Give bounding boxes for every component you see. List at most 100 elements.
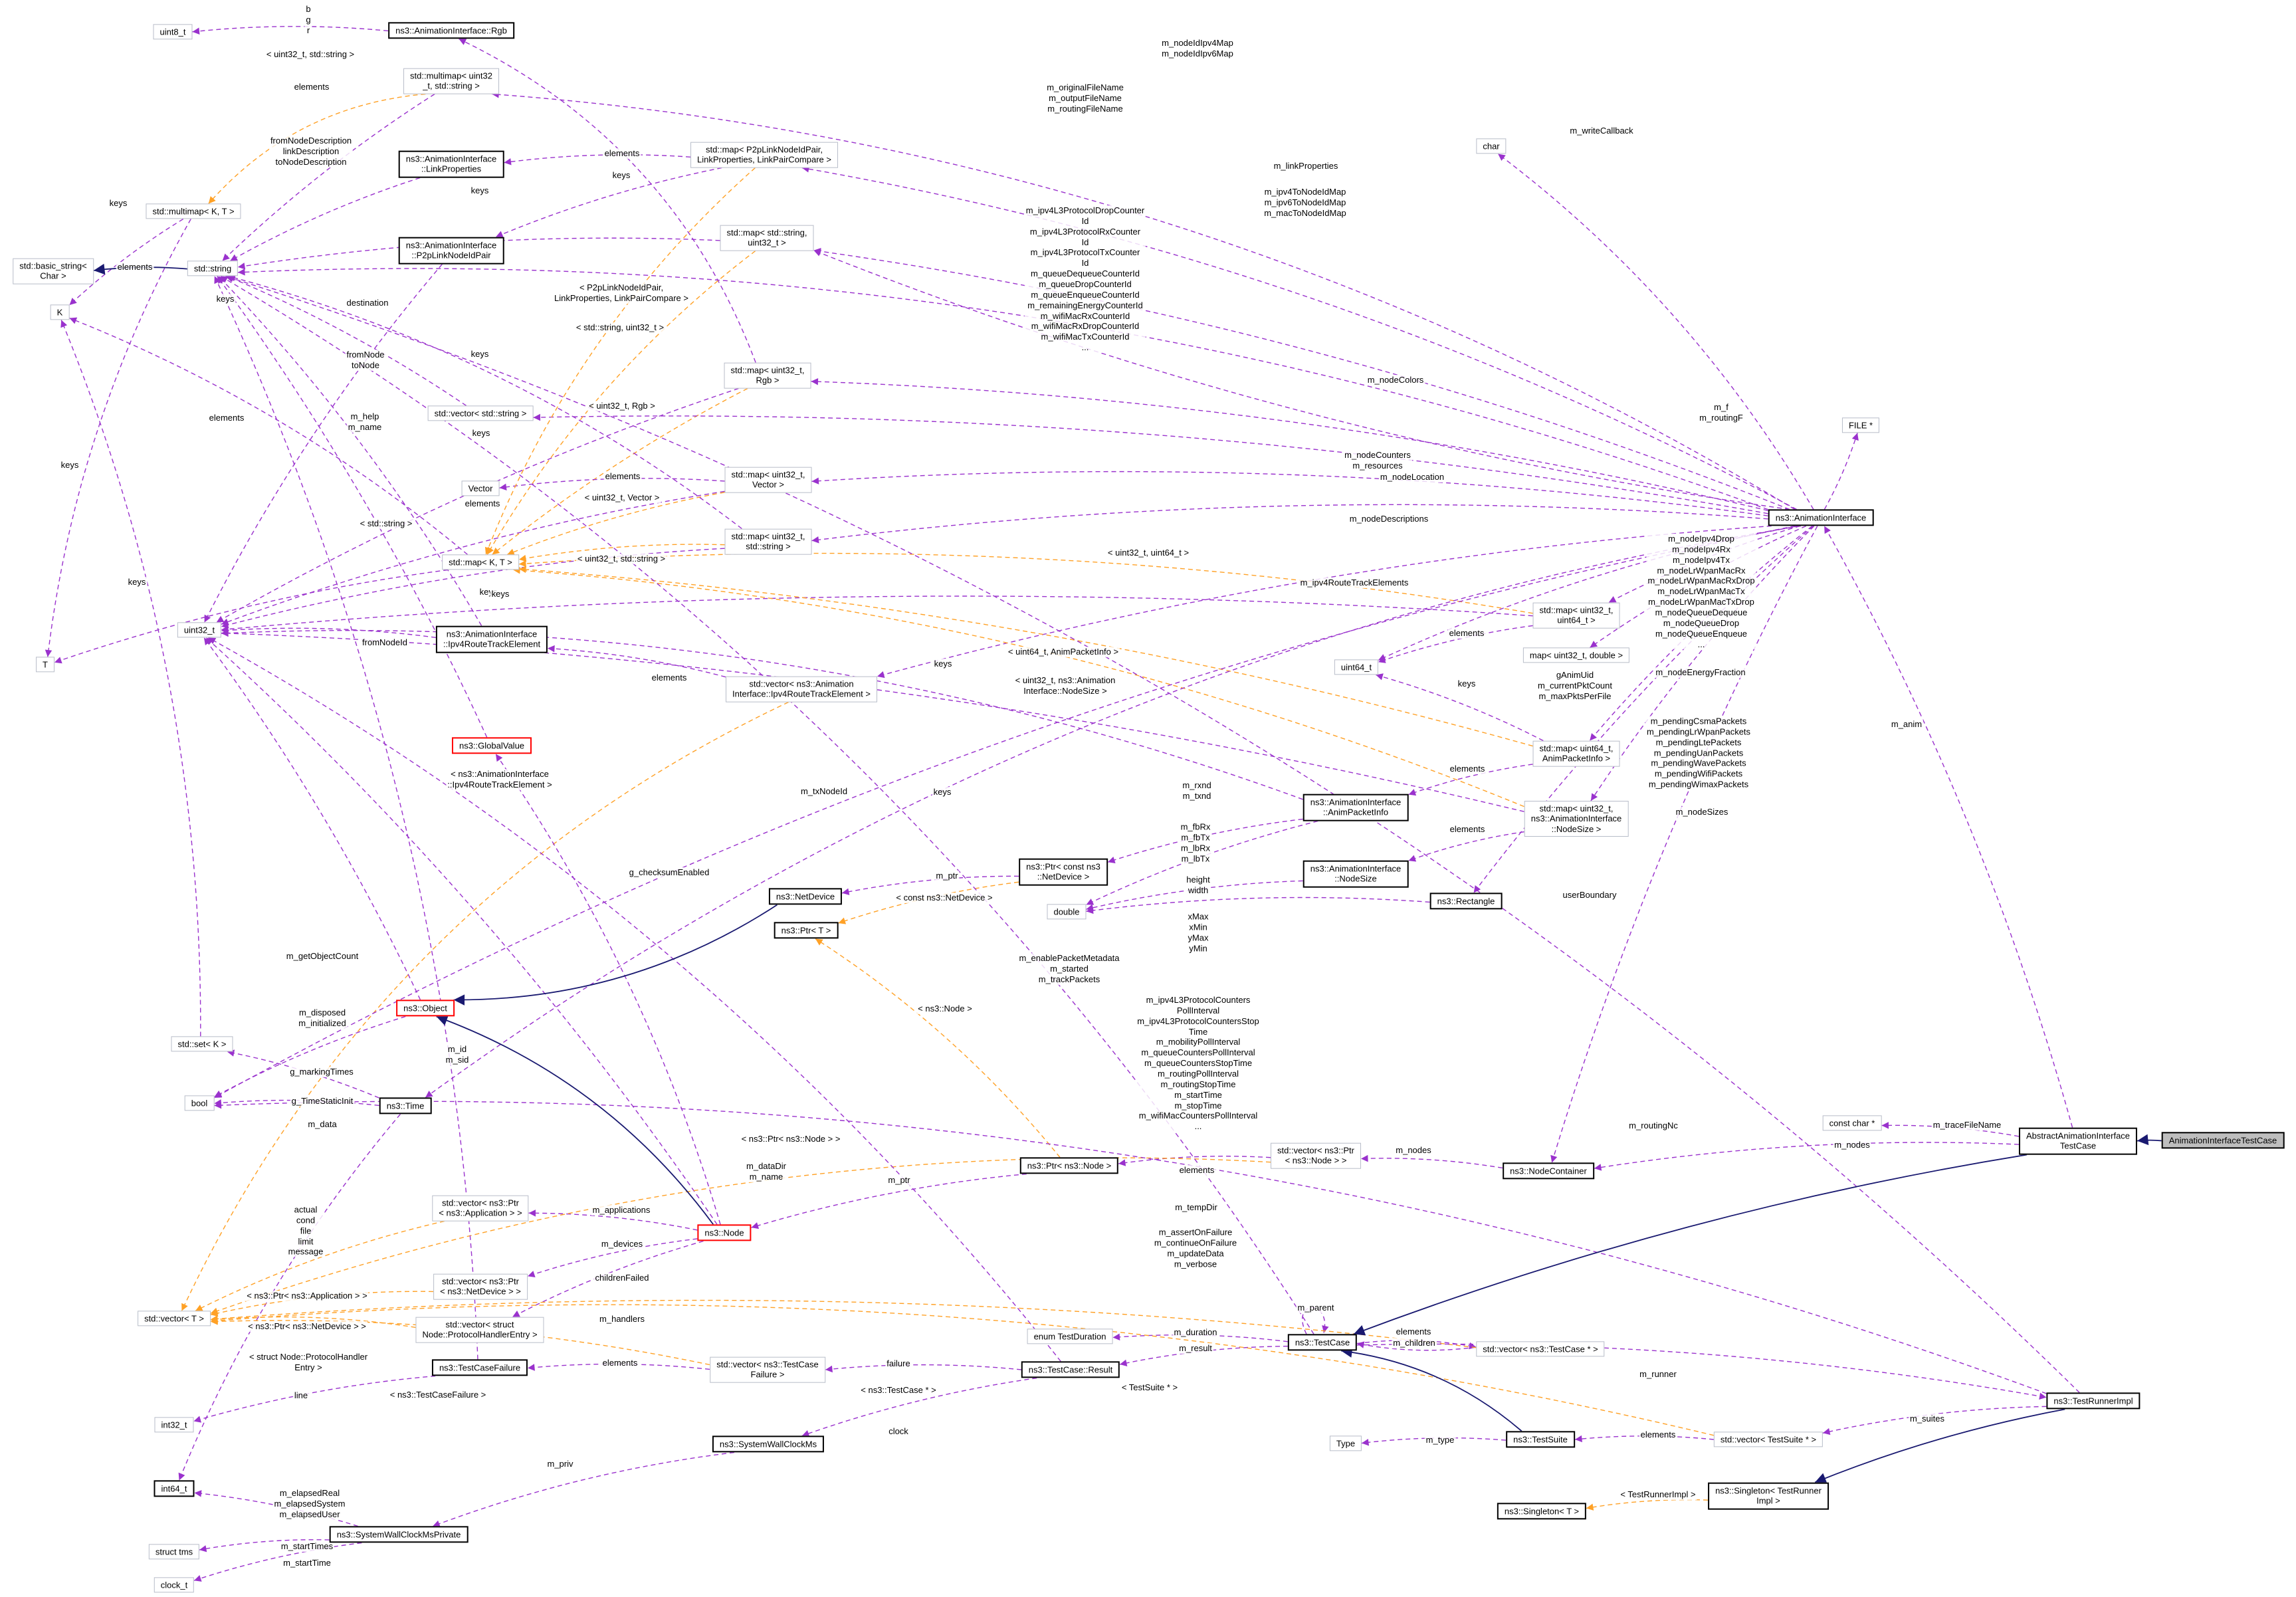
class-file[interactable]: FILE * <box>1841 417 1880 433</box>
class-dur[interactable]: enum TestDuration <box>1027 1329 1113 1344</box>
edge-ivr-u32 <box>221 627 437 639</box>
edge-label: keys <box>469 185 490 196</box>
class-node[interactable]: ns3::Node <box>697 1224 752 1241</box>
edge-s_tri-s_t <box>1586 1499 1709 1511</box>
class-bstr[interactable]: std::basic_string< Char > <box>13 258 94 284</box>
class-tc[interactable]: ns3::TestCase <box>1287 1334 1358 1351</box>
class-map_u32dbl[interactable]: map< uint32_t, double > <box>1522 647 1630 663</box>
class-map_u32rgb[interactable]: std::map< uint32_t, Rgb > <box>724 362 811 389</box>
class-map_u32u64[interactable]: std::map< uint32_t, uint64_t > <box>1532 602 1620 629</box>
class-nc[interactable]: ns3::NodeContainer <box>1503 1162 1594 1180</box>
class-vec_app[interactable]: std::vector< ns3::Ptr < ns3::Application… <box>432 1195 529 1222</box>
class-map_u32vec[interactable]: std::map< uint32_t, Vector > <box>724 467 812 493</box>
class-dbl[interactable]: double <box>1047 904 1087 920</box>
class-gv[interactable]: ns3::GlobalValue <box>451 737 532 754</box>
class-ptr_cnd[interactable]: ns3::Ptr< const ns3 ::NetDevice > <box>1019 858 1108 886</box>
edge-label: m_parent <box>1296 1303 1336 1313</box>
class-bool[interactable]: bool <box>184 1095 215 1111</box>
edge-tcf-int32 <box>193 1375 436 1423</box>
class-api[interactable]: ns3::AnimationInterface ::AnimPacketInfo <box>1303 794 1409 821</box>
edge-label: < ns3::TestCaseFailure > <box>388 1390 488 1400</box>
class-obj[interactable]: ns3::Object <box>396 1000 455 1017</box>
class-vec_tcf[interactable]: std::vector< ns3::TestCase Failure > <box>710 1356 825 1383</box>
class-lp[interactable]: ns3::AnimationInterface ::LinkProperties <box>398 150 504 178</box>
edge-label: elements <box>1178 1165 1216 1176</box>
class-swcm[interactable]: ns3::SystemWallClockMs <box>712 1436 825 1453</box>
class-mm_kt[interactable]: std::multimap< K, T > <box>146 203 241 219</box>
class-int32[interactable]: int32_t <box>154 1417 194 1433</box>
edge-label: < ns3::Ptr< ns3::Application > > <box>245 1291 369 1301</box>
class-s_t[interactable]: ns3::Singleton< T > <box>1497 1503 1587 1520</box>
class-clock[interactable]: clock_t <box>154 1577 195 1593</box>
class-time[interactable]: ns3::Time <box>379 1097 432 1115</box>
edge-label: failure <box>885 1358 912 1369</box>
class-map_u32ns[interactable]: std::map< uint32_t, ns3::AnimationInterf… <box>1524 801 1629 837</box>
edge-label: < uint32_t, ns3::Animation Interface::No… <box>1013 675 1117 696</box>
class-char[interactable]: char <box>1476 138 1507 154</box>
class-map_u32str[interactable]: std::map< uint32_t, std::string > <box>724 528 812 555</box>
edge-rgb-uint8t <box>192 26 389 35</box>
class-tri[interactable]: ns3::TestRunnerImpl <box>2046 1392 2140 1410</box>
class-mm_u32s[interactable]: std::multimap< uint32 _t, std::string > <box>403 68 499 94</box>
edge-label: < struct Node::ProtocolHandler Entry > <box>247 1352 369 1373</box>
edge-node-vec_app <box>528 1210 698 1231</box>
class-type[interactable]: Type <box>1329 1436 1362 1451</box>
class-vec_T[interactable]: std::vector< T > <box>138 1311 211 1327</box>
class-rect[interactable]: ns3::Rectangle <box>1429 893 1503 910</box>
class-int64[interactable]: int64_t <box>154 1480 195 1497</box>
class-vec_nd[interactable]: std::vector< ns3::Ptr < ns3::NetDevice >… <box>433 1273 528 1300</box>
class-map_kt[interactable]: std::map< K, T > <box>442 554 519 570</box>
class-str[interactable]: std::string <box>187 261 239 276</box>
class-vec_node[interactable]: std::vector< ns3::Ptr < ns3::Node > > <box>1271 1142 1361 1169</box>
class-vec_ivr[interactable]: std::vector< ns3::Animation Interface::I… <box>726 676 877 702</box>
class-cchar[interactable]: const char * <box>1822 1115 1882 1131</box>
class-s_tri[interactable]: ns3::Singleton< TestRunner Impl > <box>1708 1482 1829 1510</box>
class-ptr_node[interactable]: ns3::Ptr< ns3::Node > <box>1019 1157 1119 1174</box>
class-anim[interactable]: ns3::AnimationInterface <box>1768 509 1874 526</box>
edge-label: < ns3::TestCase * > <box>859 1385 938 1396</box>
edge-map_s32-map_kt <box>486 250 756 555</box>
edge-aitc-abst <box>2137 1134 2162 1146</box>
class-ivr[interactable]: ns3::AnimationInterface ::Ipv4RouteTrack… <box>435 625 548 653</box>
class-vec_str[interactable]: std::vector< std::string > <box>427 405 534 421</box>
class-p2pl[interactable]: ns3::AnimationInterface ::P2pLinkNodeIdP… <box>398 237 504 265</box>
edge-label: m_enablePacketMetadata m_started m_track… <box>1017 953 1121 985</box>
class-u32[interactable]: uint32_t <box>177 622 222 638</box>
class-aitc[interactable]: AnimationInterfaceTestCase <box>2161 1132 2285 1149</box>
class-vec_ts[interactable]: std::vector< TestSuite * > <box>1713 1432 1824 1447</box>
class-swcmp[interactable]: ns3::SystemWallClockMsPrivate <box>329 1526 469 1543</box>
class-ns[interactable]: ns3::AnimationInterface ::NodeSize <box>1303 860 1409 888</box>
class-map_u64api[interactable]: std::map< uint64_t, AnimPacketInfo > <box>1532 740 1620 767</box>
class-nd[interactable]: ns3::NetDevice <box>768 888 843 905</box>
edge-anim-map_u32str <box>811 504 1768 544</box>
class-res[interactable]: ns3::TestCase::Result <box>1021 1361 1120 1378</box>
class-set_k[interactable]: std::set< K > <box>171 1036 233 1052</box>
class-map_p2p[interactable]: std::map< P2pLinkNodeIdPair, LinkPropert… <box>690 142 838 168</box>
class-abst[interactable]: AbstractAnimationInterface TestCase <box>2018 1127 2138 1155</box>
class-vect[interactable]: Vector <box>461 480 500 496</box>
class-rgb[interactable]: ns3::AnimationInterface::Rgb <box>388 22 514 39</box>
edge-nc-vec_node <box>1360 1154 1503 1169</box>
edge-label: m_anim <box>1889 719 1924 730</box>
class-uint8t[interactable]: uint8_t <box>153 24 193 40</box>
edge-label: g_markingTimes <box>288 1067 355 1077</box>
edge-label: actual cond file limit message <box>286 1204 325 1257</box>
class-u64[interactable]: uint64_t <box>1334 659 1379 675</box>
class-tcf[interactable]: ns3::TestCaseFailure <box>431 1359 528 1376</box>
class-vec_tc[interactable]: std::vector< ns3::TestCase * > <box>1476 1341 1605 1357</box>
edge-label: m_routingNc <box>1627 1120 1679 1131</box>
class-ts[interactable]: ns3::TestSuite <box>1506 1431 1575 1448</box>
edge-res-swcm <box>801 1377 1037 1437</box>
edge-label: elements <box>463 498 502 509</box>
class-tms[interactable]: struct tms <box>148 1544 200 1560</box>
class-k[interactable]: K <box>50 304 70 320</box>
edge-label: destination <box>345 298 390 308</box>
class-t[interactable]: T <box>36 657 54 673</box>
class-map_s32[interactable]: std::map< std::string, uint32_t > <box>720 225 814 251</box>
class-ptr_t[interactable]: ns3::Ptr< T > <box>774 922 839 939</box>
edge-label: m_priv <box>546 1459 575 1469</box>
class-vec_ph[interactable]: std::vector< struct Node::ProtocolHandle… <box>415 1317 544 1343</box>
edge-label: m_startTimes <box>279 1541 335 1552</box>
edge-ptr_node-node <box>751 1173 1027 1229</box>
